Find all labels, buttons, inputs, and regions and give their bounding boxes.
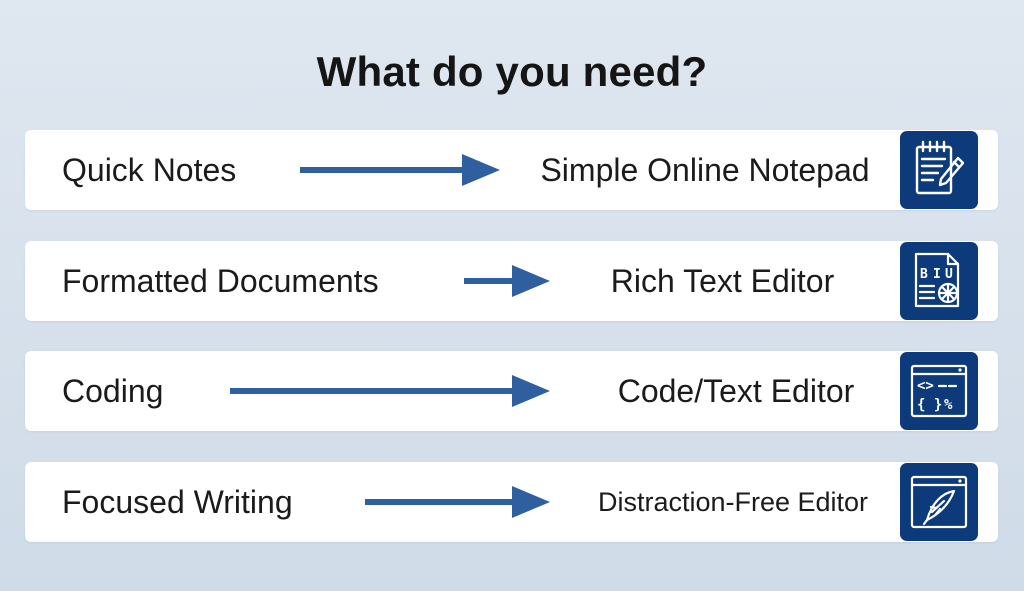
- arrow-right-icon: [464, 263, 550, 299]
- arrow-right-icon: [300, 152, 500, 188]
- need-label: Focused Writing: [62, 484, 293, 520]
- arrow-right-icon: [230, 373, 550, 409]
- need-label: Coding: [62, 373, 164, 409]
- need-label: Formatted Documents: [62, 263, 379, 299]
- need-label: Quick Notes: [62, 152, 237, 188]
- mapping-row-quick-notes: Quick Notes Simple Online Notepad: [25, 130, 998, 210]
- tool-label: Simple Online Notepad: [540, 152, 870, 188]
- quill-window-icon: [900, 463, 978, 541]
- code-window-icon: <> { } %: [900, 352, 978, 430]
- page-title: What do you need?: [316, 48, 708, 95]
- percent-glyph: %: [944, 397, 953, 413]
- bold-glyph: B: [920, 267, 928, 282]
- rich-text-document-icon: B I U: [900, 242, 978, 320]
- arrow-right-icon: [365, 484, 550, 520]
- notepad-pencil-icon: [900, 131, 978, 209]
- mapping-row-coding: Coding Code/Text Editor <> { } %: [25, 351, 998, 431]
- tool-label: Distraction-Free Editor: [597, 487, 869, 517]
- tool-label: Rich Text Editor: [610, 263, 835, 299]
- braces-glyph: { }: [917, 397, 942, 413]
- tool-label: Code/Text Editor: [617, 373, 855, 409]
- mapping-row-focused-writing: Focused Writing Distraction-Free Editor: [25, 462, 998, 542]
- underline-glyph: U: [945, 267, 953, 282]
- italic-glyph: I: [933, 267, 941, 282]
- code-tag-glyph: <>: [917, 378, 934, 394]
- mapping-row-formatted-documents: Formatted Documents Rich Text Editor B: [25, 241, 998, 321]
